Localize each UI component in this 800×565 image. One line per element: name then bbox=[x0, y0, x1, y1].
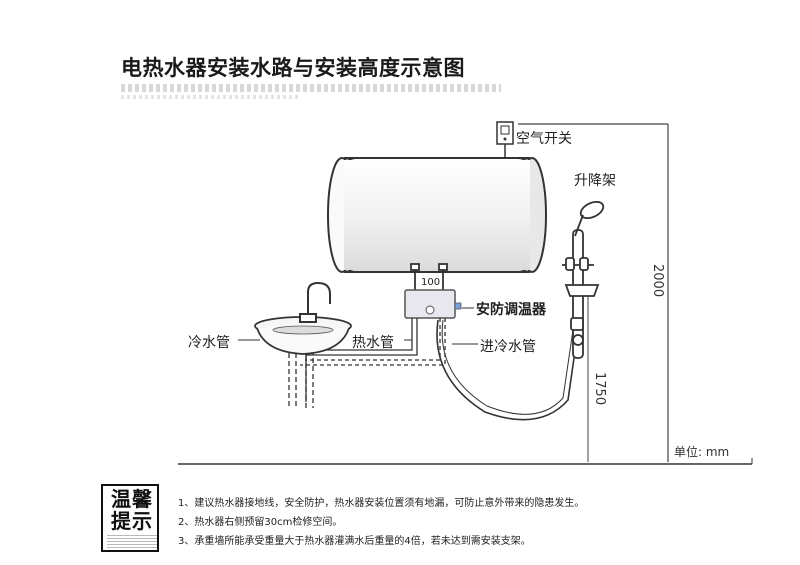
water-heater-tank bbox=[327, 157, 547, 273]
tips-box: 温馨提示 bbox=[101, 484, 159, 552]
tips-title: 温馨提示 bbox=[111, 487, 153, 533]
air-switch-icon bbox=[496, 121, 514, 160]
title-underline-decoration bbox=[121, 84, 501, 92]
shower-lift-rack bbox=[562, 229, 600, 359]
tank-outlet-pipes bbox=[410, 263, 448, 290]
unit-label: 单位: mm bbox=[674, 445, 730, 459]
sink-drain-pipes bbox=[288, 345, 314, 408]
diagram-title: 电热水器安装水路与安装高度示意图 bbox=[121, 56, 465, 80]
inlet-pipe-label: 进冷水管 bbox=[480, 339, 536, 355]
inlet-cold-hose bbox=[436, 319, 579, 421]
dimension-1750-label: 1750 bbox=[592, 372, 607, 406]
shower-head-icon bbox=[574, 200, 605, 237]
title-underline-decoration-2 bbox=[121, 95, 301, 99]
mixer-label: 安防调温器 bbox=[476, 302, 546, 318]
mixer-value-label: 100 bbox=[421, 277, 441, 288]
faucet-icon bbox=[299, 281, 331, 323]
tip-note-1: 1、建议热水器接地线，安全防护，热水器安装位置须有地漏，可防止意外带来的隐患发生… bbox=[178, 498, 585, 509]
sink-basin bbox=[254, 316, 352, 355]
tip-note-2: 2、热水器右侧预留30cm检修空间。 bbox=[178, 517, 343, 528]
lift-rack-label: 升降架 bbox=[574, 173, 616, 189]
tips-fineprint-decoration bbox=[107, 534, 157, 548]
air-switch-label: 空气开关 bbox=[516, 131, 572, 147]
mixer-valve bbox=[404, 289, 462, 319]
dimension-2000-label: 2000 bbox=[650, 264, 665, 298]
cold-pipe-label: 冷水管 bbox=[188, 335, 230, 351]
tip-note-3: 3、承重墙所能承受重量大于热水器灌满水后重量的4倍，若未达到需安装支架。 bbox=[178, 536, 531, 547]
hot-pipe-label: 热水管 bbox=[352, 335, 394, 351]
